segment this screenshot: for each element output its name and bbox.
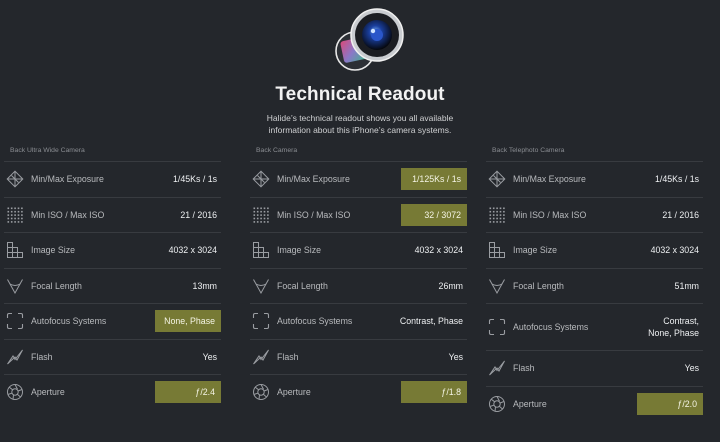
spec-label: Image Size (277, 245, 322, 256)
spec-value: 4032 x 3024 (650, 245, 699, 256)
spec-row: Aperture ƒ/2.0 (486, 385, 703, 422)
spec-label: Image Size (513, 245, 558, 256)
spec-label: Min/Max Exposure (513, 174, 586, 185)
focal-length-icon (6, 277, 24, 295)
spec-value: ƒ/2.4 (155, 381, 221, 404)
iso-grid-icon (488, 206, 506, 224)
spec-value: 32 / 3072 (401, 203, 467, 226)
camera-name: Back Telephoto Camera (492, 147, 565, 154)
spec-row: Image Size 4032 x 3024 (250, 232, 467, 268)
spec-row: Focal Length 51mm (486, 267, 703, 304)
spec-label: Aperture (277, 387, 311, 398)
camera-column-back: Back Camera Min/Max Exposure 1/125Ks / 1s… (250, 145, 467, 410)
spec-value: None, Phase (155, 310, 221, 333)
header: Technical Readout Halide’s technical rea… (0, 0, 720, 140)
page-title: Technical Readout (275, 84, 445, 105)
spec-label: Min/Max Exposure (277, 174, 350, 185)
spec-row: Autofocus Systems Contrast, Phase (250, 303, 467, 339)
spec-row: Min ISO / Max ISO 21 / 2016 (4, 196, 221, 233)
spec-row: Aperture ƒ/2.4 (4, 374, 221, 410)
spec-row: Focal Length 26mm (250, 267, 467, 304)
spec-row: Min/Max Exposure 1/125Ks / 1s (250, 161, 467, 197)
aperture-icon (6, 383, 24, 401)
autofocus-icon (488, 318, 506, 336)
spec-label: Min ISO / Max ISO (277, 209, 351, 220)
flash-icon (252, 348, 270, 366)
spec-row: Image Size 4032 x 3024 (4, 232, 221, 268)
spec-row: Min ISO / Max ISO 32 / 3072 (250, 196, 467, 233)
spec-row: Focal Length 13mm (4, 267, 221, 304)
spec-label: Min ISO / Max ISO (513, 209, 587, 220)
spec-value: 21 / 2016 (662, 209, 699, 220)
spec-value: 26mm (438, 280, 463, 291)
camera-name: Back Ultra Wide Camera (10, 147, 85, 154)
spec-row: Min ISO / Max ISO 21 / 2016 (486, 196, 703, 233)
spec-label: Aperture (513, 398, 547, 409)
flash-icon (6, 348, 24, 366)
spec-value: ƒ/1.8 (401, 381, 467, 404)
spec-label: Flash (31, 351, 53, 362)
spec-row: Aperture ƒ/1.8 (250, 374, 467, 410)
flash-icon (488, 359, 506, 377)
spec-value: Yes (448, 351, 463, 362)
spec-row: Min/Max Exposure 1/45Ks / 1s (4, 161, 221, 197)
focal-length-icon (488, 277, 506, 295)
spec-label: Flash (513, 363, 535, 374)
spec-row: Image Size 4032 x 3024 (486, 232, 703, 268)
spec-label: Min ISO / Max ISO (31, 209, 105, 220)
focal-length-icon (252, 277, 270, 295)
spec-value: 1/45Ks / 1s (172, 174, 217, 185)
autofocus-icon (6, 312, 24, 330)
spec-label: Autofocus Systems (513, 322, 589, 332)
spec-label: Aperture (31, 387, 65, 398)
image-size-icon (488, 241, 506, 259)
iso-grid-icon (252, 206, 270, 224)
spec-label: Focal Length (31, 280, 82, 291)
exposure-icon (6, 170, 24, 188)
spec-row: Min/Max Exposure 1/45Ks / 1s (486, 161, 703, 197)
aperture-icon (252, 383, 270, 401)
spec-value: Contrast, None, Phase (648, 316, 699, 338)
spec-value: 51mm (674, 280, 699, 291)
spec-value: Yes (684, 363, 699, 374)
spec-value: 13mm (192, 280, 217, 291)
spec-value: Contrast, Phase (399, 316, 463, 327)
spec-row: Flash Yes (486, 350, 703, 386)
spec-label: Image Size (31, 245, 76, 256)
spec-label: Min/Max Exposure (31, 174, 104, 185)
spec-label: Focal Length (513, 280, 564, 291)
spec-value: 21 / 2016 (180, 209, 217, 220)
spec-value: 1/125Ks / 1s (401, 168, 467, 191)
spec-value: Yes (202, 351, 217, 362)
exposure-icon (252, 170, 270, 188)
spec-value: 1/45Ks / 1s (654, 174, 699, 185)
image-size-icon (6, 241, 24, 259)
spec-row: Autofocus Systems None, Phase (4, 303, 221, 339)
halide-camera-icon (333, 7, 409, 73)
spec-label: Autofocus Systems (277, 316, 353, 327)
page-subtitle: Halide’s technical readout shows you all… (266, 113, 454, 135)
image-size-icon (252, 241, 270, 259)
spec-row: Flash Yes (250, 338, 467, 375)
spec-value: ƒ/2.0 (637, 392, 703, 415)
autofocus-icon (252, 312, 270, 330)
spec-label: Autofocus Systems (31, 316, 107, 327)
spec-label: Flash (277, 351, 299, 362)
exposure-icon (488, 170, 506, 188)
spec-value: 4032 x 3024 (414, 245, 463, 256)
spec-label: Focal Length (277, 280, 328, 291)
camera-column-ultra-wide: Back Ultra Wide Camera Min/Max Exposure 1… (4, 145, 221, 410)
iso-grid-icon (6, 206, 24, 224)
aperture-icon (488, 395, 506, 413)
spec-row: Flash Yes (4, 338, 221, 375)
camera-name: Back Camera (256, 147, 298, 154)
spec-row: Autofocus Systems Contrast, None, Phase (486, 303, 703, 350)
camera-column-telephoto: Back Telephoto Camera Min/Max Exposure 1/… (486, 145, 703, 421)
spec-value: 4032 x 3024 (168, 245, 217, 256)
